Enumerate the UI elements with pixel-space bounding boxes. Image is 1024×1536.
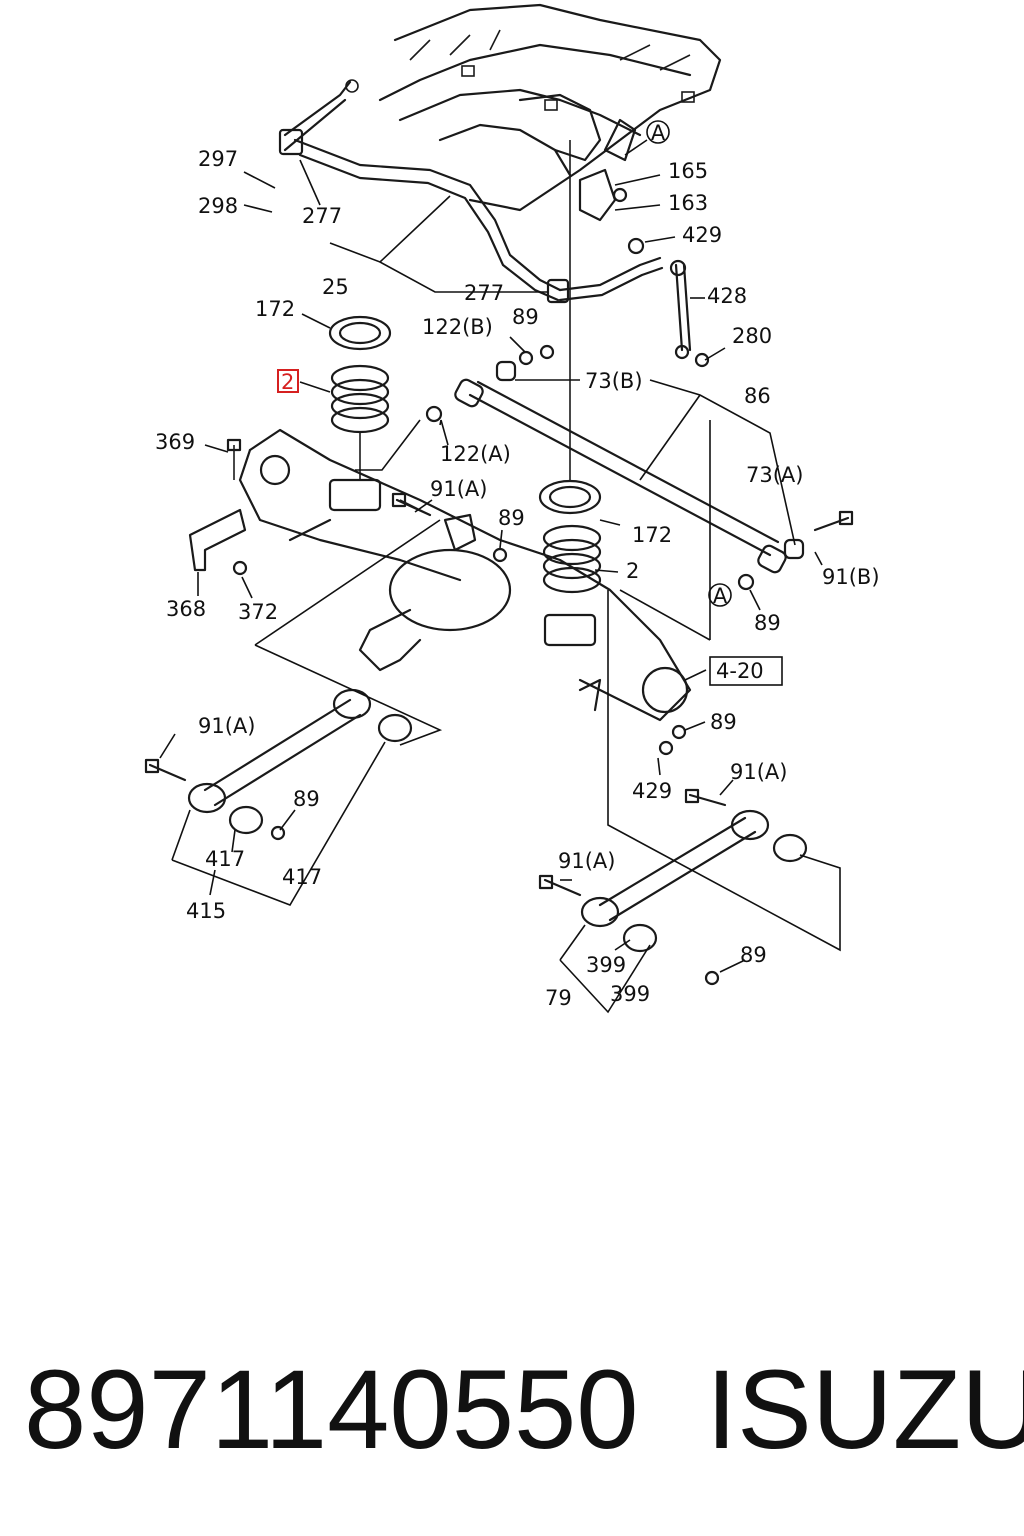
callout-89: 89 xyxy=(754,611,781,635)
coil-spring-right xyxy=(538,140,602,594)
callout-372: 372 xyxy=(238,600,278,624)
link-rod xyxy=(578,118,710,368)
callout-277: 277 xyxy=(464,281,504,305)
callout-415: 415 xyxy=(186,899,226,923)
callout-399: 399 xyxy=(586,953,626,977)
callout-89: 89 xyxy=(498,506,525,530)
callout-298: 298 xyxy=(198,194,238,218)
callout-73a: 73(A) xyxy=(746,463,803,487)
caption: 8971140550 ISUZU xyxy=(20,1345,1024,1475)
stabilizer-bar xyxy=(278,79,664,304)
callout-91a: 91(A) xyxy=(730,760,787,784)
callout-91a: 91(A) xyxy=(430,477,487,501)
marker-label: A xyxy=(651,121,666,145)
coil-spring-left xyxy=(328,315,392,480)
callout-429: 429 xyxy=(632,779,672,803)
highlight-box xyxy=(277,369,299,393)
callout-297: 297 xyxy=(198,147,238,171)
callout-122a: 122(A) xyxy=(440,442,511,466)
callout-165: 165 xyxy=(668,159,708,183)
callout-368: 368 xyxy=(166,597,206,621)
callout-2-highlighted: 2 xyxy=(281,370,294,394)
reference-box xyxy=(709,656,783,686)
reference-marker-a-top: A xyxy=(624,120,670,156)
marker-label: A xyxy=(713,584,728,608)
callout-91a: 91(A) xyxy=(198,714,255,738)
callout-79: 79 xyxy=(545,986,572,1010)
axle-housing xyxy=(188,428,692,722)
callout-399: 399 xyxy=(610,982,650,1006)
callout-89: 89 xyxy=(710,710,737,734)
callout-89: 89 xyxy=(293,787,320,811)
callout-280: 280 xyxy=(732,324,772,348)
part-number: 8971140550 xyxy=(24,1347,639,1472)
callout-417: 417 xyxy=(205,847,245,871)
callout-4-20: 4-20 xyxy=(716,659,764,683)
callout-89: 89 xyxy=(740,943,767,967)
callout-89: 89 xyxy=(512,305,539,329)
callout-277: 277 xyxy=(302,204,342,228)
callout-369: 369 xyxy=(155,430,195,454)
lateral-rod xyxy=(425,344,805,591)
callout-172: 172 xyxy=(632,523,672,547)
callout-163: 163 xyxy=(668,191,708,215)
brand-name: ISUZU xyxy=(706,1347,1024,1472)
callout-86: 86 xyxy=(744,384,771,408)
callout-172: 172 xyxy=(255,297,295,321)
callout-73b: 73(B) xyxy=(585,369,643,393)
leader-lines xyxy=(159,159,841,1014)
callout-429: 429 xyxy=(682,223,722,247)
callout-91b: 91(B) xyxy=(822,565,880,589)
callout-2: 2 xyxy=(626,559,639,583)
lower-link-right xyxy=(391,492,854,986)
callout-91a: 91(A) xyxy=(558,849,615,873)
callout-428: 428 xyxy=(707,284,747,308)
callout-417: 417 xyxy=(282,865,322,889)
callout-122b: 122(B) xyxy=(422,315,493,339)
callout-25: 25 xyxy=(322,275,349,299)
upper-link-left xyxy=(144,688,413,841)
callout-labels: 297 298 277 25 277 165 163 429 428 280 1… xyxy=(155,147,880,1010)
reference-marker-a-bottom: A xyxy=(708,583,732,608)
